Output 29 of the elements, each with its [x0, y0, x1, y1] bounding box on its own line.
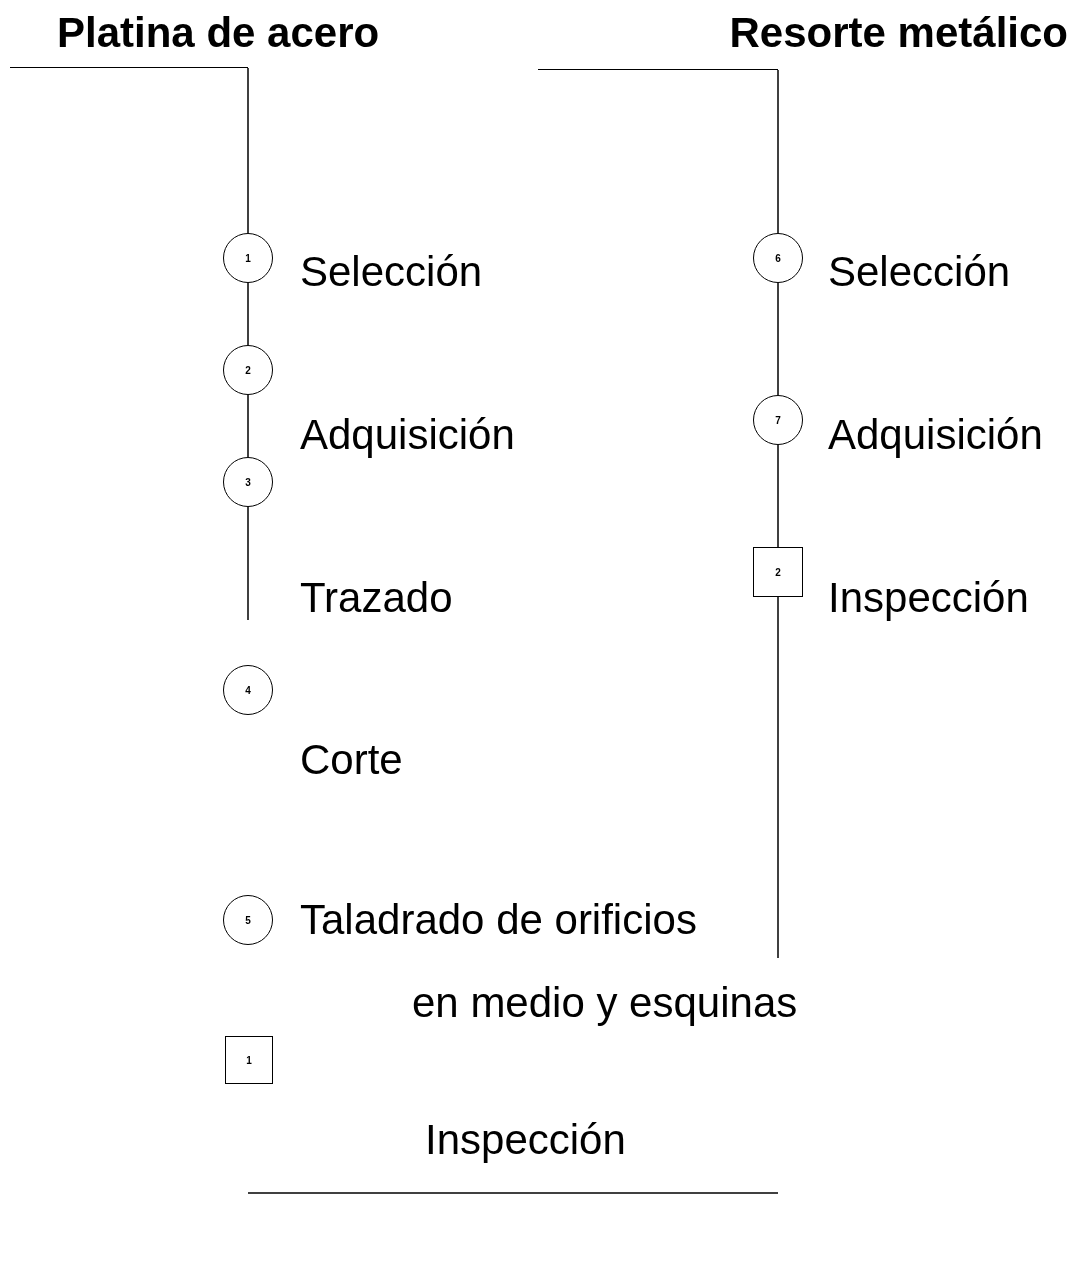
inspection-square: 2 — [753, 547, 803, 597]
operation-circle: 1 — [223, 233, 273, 283]
connector-line — [247, 506, 249, 621]
connector-line — [777, 444, 779, 548]
connector-line — [247, 282, 249, 346]
step-label: Adquisición — [300, 410, 515, 460]
column-heading: Platina de acero — [10, 10, 390, 68]
step-label: Inspección — [828, 573, 1029, 623]
connector-line — [777, 596, 779, 959]
operation-circle: 3 — [223, 457, 273, 507]
step-label: Adquisición — [828, 410, 1043, 460]
operation-circle: 6 — [753, 233, 803, 283]
operation-circle: 4 — [223, 665, 273, 715]
step-label: en medio y esquinas — [412, 978, 798, 1028]
inspection-square: 1 — [225, 1036, 273, 1084]
operation-circle: 2 — [223, 345, 273, 395]
connector-line — [777, 69, 779, 234]
step-label: Trazado — [300, 573, 453, 623]
step-label: Taladrado de orificios — [300, 895, 697, 945]
step-label: Selección — [828, 247, 1011, 297]
connector-line — [777, 282, 779, 396]
connector-line — [247, 67, 249, 234]
operation-circle: 7 — [753, 395, 803, 445]
step-label: Inspección — [425, 1115, 626, 1165]
connector-line — [247, 394, 249, 458]
operation-circle: 5 — [223, 895, 273, 945]
step-label: Selección — [300, 247, 483, 297]
column-heading: Resorte metálico — [538, 10, 1068, 70]
step-label: Corte — [300, 735, 403, 785]
